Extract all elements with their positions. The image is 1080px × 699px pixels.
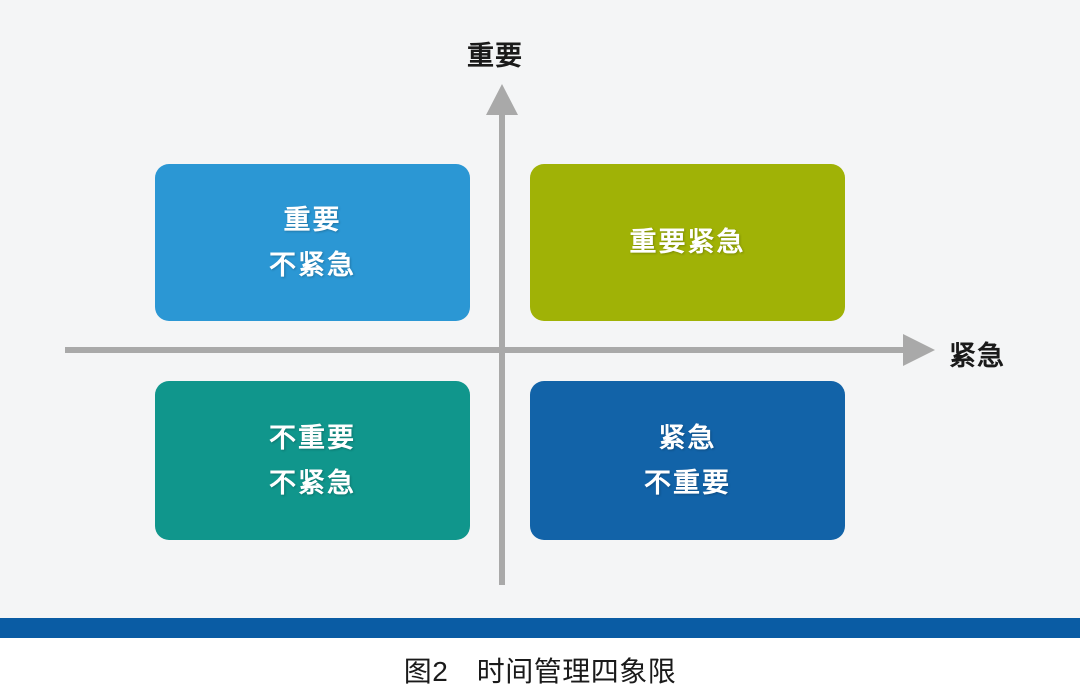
figure-canvas: 重要 紧急 重要 不紧急 重要紧急 不重要 不紧急 紧急 不重要 <box>0 0 1080 618</box>
horizontal-axis-label: 紧急 <box>949 341 1005 371</box>
horizontal-axis-line <box>65 347 910 353</box>
vertical-axis-arrow-icon <box>486 84 518 115</box>
quadrant-label-line: 重要 <box>283 204 342 235</box>
quadrant-label-line: 不紧急 <box>269 249 356 280</box>
quadrant-important-urgent[interactable]: 重要紧急 <box>530 164 854 321</box>
horizontal-axis-arrow-icon <box>903 334 935 366</box>
quadrant-label-line: 不重要 <box>269 422 356 453</box>
quadrant-urgent-not-important[interactable]: 紧急 不重要 <box>530 381 854 540</box>
vertical-axis-line <box>499 110 505 585</box>
quadrant-important-not-urgent[interactable]: 重要 不紧急 <box>155 164 479 321</box>
quadrant-label-line: 不紧急 <box>269 467 356 498</box>
quadrant-label-line: 紧急 <box>658 422 717 453</box>
vertical-axis-label: 重要 <box>467 41 523 71</box>
quadrant-not-important-not-urgent[interactable]: 不重要 不紧急 <box>155 381 479 540</box>
figure-caption: 图2 时间管理四象限 <box>403 656 677 687</box>
quadrant-label-line: 不重要 <box>644 467 731 498</box>
accent-bar <box>0 618 1080 638</box>
quadrant-label-line: 重要紧急 <box>629 227 746 258</box>
